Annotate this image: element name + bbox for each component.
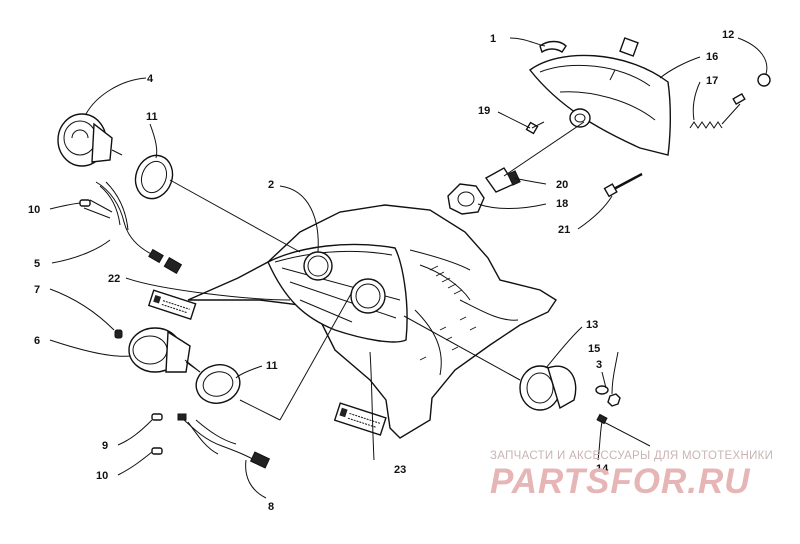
nut-18 <box>447 183 485 215</box>
callout-10-upper: 10 <box>28 204 40 216</box>
screw-19 <box>525 121 545 135</box>
callout-22: 22 <box>108 273 120 285</box>
bracket-1 <box>539 40 567 54</box>
bolt-21 <box>603 172 643 198</box>
callout-2: 2 <box>268 179 274 191</box>
bezel-11-bottom <box>195 364 241 404</box>
washer-3 <box>595 385 609 395</box>
callout-9: 9 <box>102 440 108 452</box>
callout-16: 16 <box>706 51 718 63</box>
nut-15 <box>607 393 621 407</box>
callout-11-lower: 11 <box>266 360 278 372</box>
decal-23 <box>333 402 387 436</box>
callout-8: 8 <box>268 501 274 513</box>
bulb-9 <box>151 413 163 421</box>
harness-8 <box>177 413 271 469</box>
callout-19: 19 <box>478 105 490 117</box>
callout-10-lower: 10 <box>96 470 108 482</box>
clip-12 <box>757 73 771 87</box>
callout-3: 3 <box>596 359 602 371</box>
callout-6: 6 <box>34 335 40 347</box>
headlight-housing-16 <box>529 37 672 156</box>
callout-17: 17 <box>706 75 718 87</box>
bulb-10-upper <box>79 199 91 207</box>
decal-22 <box>147 289 197 320</box>
callout-18: 18 <box>556 198 568 210</box>
gauge-4 <box>57 113 123 167</box>
callout-5: 5 <box>34 258 40 270</box>
bulb-socket-20 <box>484 167 521 193</box>
bezel-11-top <box>134 154 174 200</box>
callout-21: 21 <box>558 224 570 236</box>
callout-4: 4 <box>147 73 154 85</box>
leader-lines <box>49 37 768 499</box>
callout-7: 7 <box>34 284 40 296</box>
bulb-7 <box>114 329 123 339</box>
callout-23: 23 <box>394 464 406 476</box>
watermark-logo: PARTSFOR.RU <box>490 462 751 501</box>
callout-1: 1 <box>490 33 496 45</box>
watermark-tagline: ЗАПЧАСТИ И АКСЕССУАРЫ ДЛЯ МОТОТЕХНИКИ <box>490 450 774 462</box>
harness-5 <box>83 181 183 275</box>
assembly-lines <box>169 121 585 421</box>
callout-14: 14 <box>596 463 609 475</box>
wire-14 <box>596 413 651 447</box>
callout-11-upper: 11 <box>146 111 158 123</box>
callout-12: 12 <box>722 29 734 41</box>
light-13 <box>519 365 577 411</box>
callout-15: 15 <box>588 343 600 355</box>
gauge-6 <box>128 327 201 373</box>
callout-13: 13 <box>586 319 598 331</box>
console-housing <box>187 204 557 439</box>
spring-17 <box>689 92 746 129</box>
bulb-10-lower <box>151 447 163 455</box>
callout-20: 20 <box>556 179 568 191</box>
callout-labels: 1 2 3 4 5 6 7 8 9 10 10 11 11 12 13 14 1… <box>28 29 734 513</box>
